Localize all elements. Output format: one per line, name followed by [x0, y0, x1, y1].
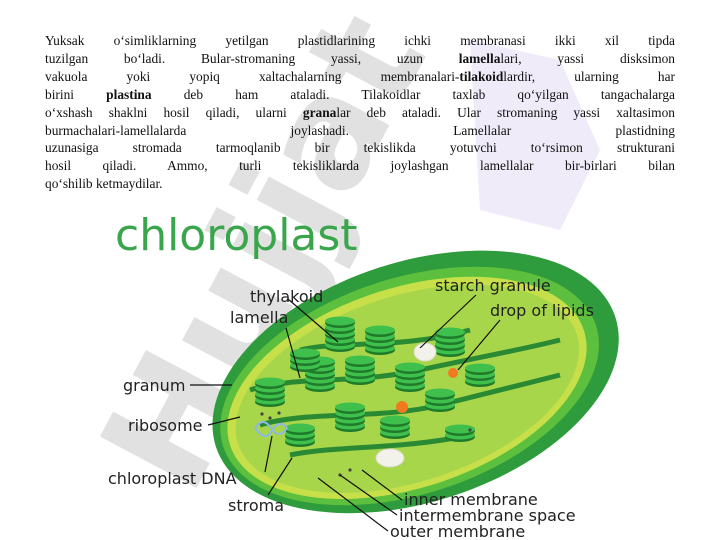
text-line: birini plastina deb ham ataladi. Tilakoi… — [45, 86, 675, 102]
text-line: o‘xshash shaklni hosil qiladi, ularni gr… — [45, 104, 675, 120]
granum-stack — [285, 423, 315, 447]
diagram-title: chloroplast — [115, 210, 358, 261]
label-thylakoid: thylakoid — [250, 287, 323, 306]
granum-stack — [380, 415, 410, 439]
lipid-drop — [448, 368, 458, 378]
granum-stack — [335, 402, 365, 432]
granum-stack — [345, 355, 375, 385]
thylakoid-disc-top — [325, 316, 355, 326]
text-line: hosil qiladi. Ammo, turli tekisliklarda … — [45, 158, 675, 174]
label-lamella: lamella — [230, 308, 288, 327]
text-line: Yuksak o‘simliklarning yetilgan plastidl… — [45, 33, 675, 48]
label-granum: granum — [123, 376, 185, 395]
granum-stack — [445, 424, 475, 442]
leader-lines — [190, 294, 501, 532]
ribosomes — [260, 411, 472, 477]
label-drop-of-lipids: drop of lipids — [490, 301, 594, 320]
body-paragraph: Yuksak o‘simliklarning yetilgan plastidl… — [45, 32, 675, 193]
text-line: uzunasiga stromada tarmoqlanib bir tekis… — [45, 140, 675, 156]
label-chloroplast-dna: chloroplast DNA — [108, 469, 237, 488]
grana — [255, 316, 495, 447]
granum-stack — [395, 362, 425, 392]
label-starch-granule: starch granule — [435, 276, 551, 295]
granum-stack — [435, 327, 465, 357]
thylakoid-disc-top — [425, 388, 455, 398]
thylakoid-disc-top — [345, 355, 375, 365]
starch-granule — [413, 342, 437, 362]
thylakoid-disc-top — [395, 362, 425, 372]
granum-stack — [465, 363, 495, 387]
thylakoid-disc-top — [335, 402, 365, 412]
term-lamella: lamella — [458, 50, 501, 66]
text-line: vakuola yoki yopiq xaltachalarning membr… — [45, 68, 675, 84]
thylakoid-disc-top — [365, 325, 395, 335]
granum-stack — [365, 325, 395, 355]
thylakoid-disc-top — [445, 424, 475, 434]
term-plastina: plastina — [106, 86, 152, 102]
text-line: burmachalari-lamellalarda joylashadi. La… — [45, 122, 675, 138]
thylakoid-disc-top — [465, 363, 495, 373]
term-grana: grana — [302, 104, 337, 120]
term-tilakoid: tilakoid — [459, 68, 504, 84]
label-intermembrane-space: intermembrane space — [399, 506, 576, 525]
granum-stack — [425, 388, 455, 412]
thylakoid-disc-top — [255, 377, 285, 387]
chloroplast-diagram: chloroplast thylakoid lam — [108, 210, 619, 540]
text-line: tuzilgan bo‘ladi. Bular-stromaning yassi… — [45, 50, 676, 66]
label-inner-membrane: inner membrane — [404, 490, 538, 509]
granum-stack — [290, 348, 320, 372]
thylakoid-disc-top — [435, 327, 465, 337]
granum-stack — [255, 377, 285, 407]
lipid-drop — [396, 401, 408, 413]
thylakoid-disc-top — [285, 423, 315, 433]
granum-stack — [325, 316, 355, 352]
text-line: qo‘shilib ketmaydilar. — [45, 176, 163, 192]
starch-granule — [375, 448, 405, 468]
chloroplast-dna — [254, 421, 289, 438]
label-stroma: stroma — [228, 496, 284, 515]
thylakoid-disc-top — [290, 348, 320, 358]
label-ribosome: ribosome — [128, 416, 203, 435]
label-outer-membrane: outer membrane — [390, 522, 525, 540]
thylakoid-disc-top — [380, 415, 410, 425]
